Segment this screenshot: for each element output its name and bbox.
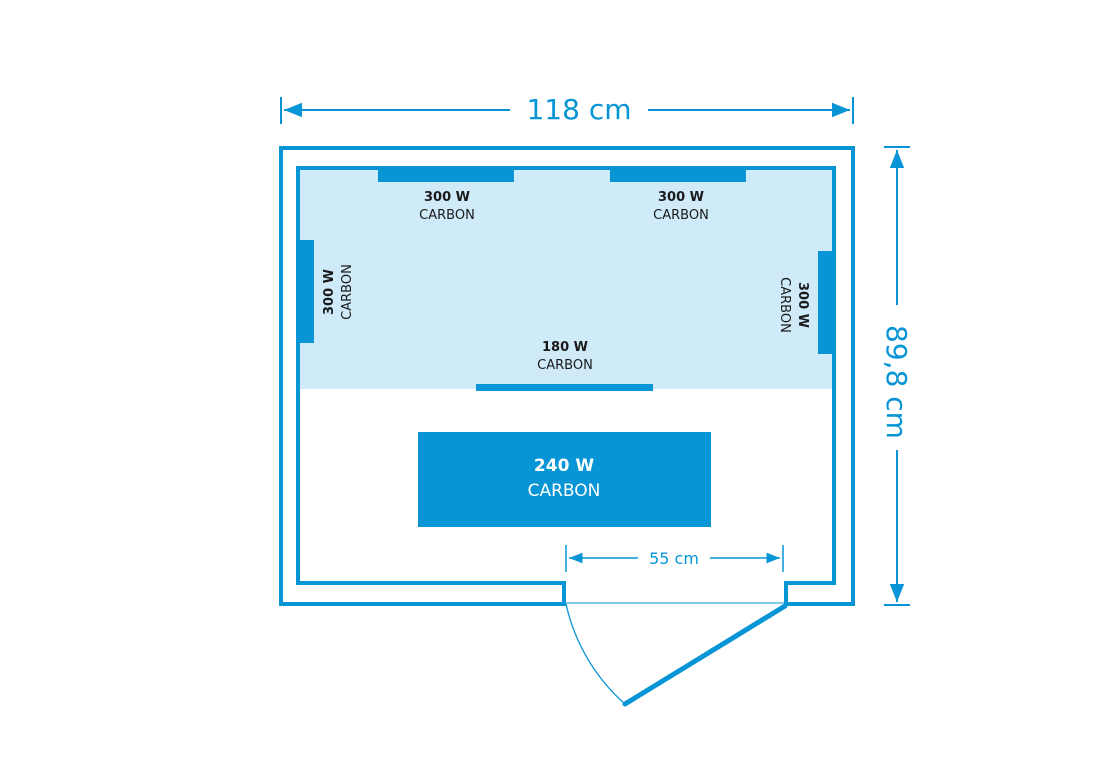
outer-wall [279, 146, 855, 606]
heater-panel-right [818, 251, 834, 354]
heater-panel-floor [418, 432, 711, 527]
heater-left-label: 300 W CARBON [322, 264, 355, 320]
width-dimension: 118 cm [280, 93, 854, 126]
heater-panel-top-left [378, 168, 514, 182]
inner-wall [296, 166, 836, 585]
bench-zone [298, 170, 833, 389]
heater-bench-type: CARBON [537, 358, 593, 373]
depth-dimension: 89,8 cm [880, 146, 913, 606]
heater-top-right-power: 300 W [658, 190, 704, 205]
heater-left-type: CARBON [340, 264, 355, 320]
heater-panel-bench [476, 384, 653, 391]
heater-top-left-power: 300 W [424, 190, 470, 205]
heater-panel-left [298, 240, 314, 343]
door-width-label: 55 cm [649, 549, 699, 568]
heater-panel-top-right [610, 168, 746, 182]
door-swing-arc [565, 603, 626, 705]
heater-left-power: 300 W [322, 269, 337, 315]
door-dimension: 55 cm [565, 545, 784, 572]
heater-floor-power: 240 W [534, 456, 594, 476]
width-label: 118 cm [526, 93, 631, 126]
depth-label: 89,8 cm [880, 325, 913, 439]
heater-bench-power: 180 W [542, 340, 588, 355]
heater-top-left-type: CARBON [419, 208, 475, 223]
heater-right-type: CARBON [777, 277, 792, 333]
heater-floor-type: CARBON [528, 481, 601, 501]
heater-right-label: 300 W CARBON [777, 277, 810, 333]
door-leaf [622, 603, 788, 707]
heater-right-power: 300 W [795, 282, 810, 328]
heater-top-right-type: CARBON [653, 208, 709, 223]
